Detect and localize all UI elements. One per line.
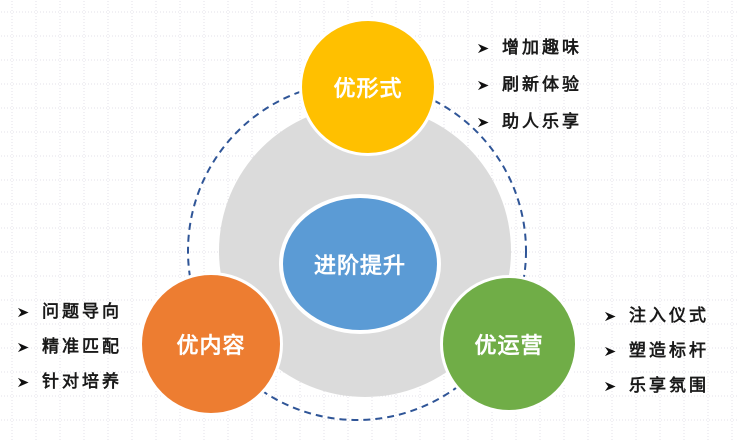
arrow-bullet-icon: [17, 377, 29, 387]
list-item-label: 乐享氛围: [629, 376, 709, 395]
node-content-label: 优内容: [176, 333, 246, 358]
list-item: 增加趣味: [477, 38, 582, 58]
list-item: 塑造标杆: [604, 341, 709, 361]
node-operation-label: 优运营: [474, 333, 544, 358]
list-item-label: 助人乐享: [502, 112, 582, 131]
list-item-label: 针对培养: [42, 372, 122, 391]
arrow-bullet-icon: [17, 307, 29, 317]
list-item-label: 增加趣味: [502, 38, 582, 57]
node-operation-circle: 优运营: [440, 275, 578, 413]
list-item: 助人乐享: [477, 112, 582, 132]
node-content-circle: 优内容: [139, 272, 283, 416]
arrow-bullet-icon: [477, 43, 489, 53]
node-form-label: 优形式: [333, 76, 403, 101]
bullet-list-right: 注入仪式 塑造标杆 乐享氛围: [604, 306, 709, 396]
node-center-circle: 进阶提升: [279, 194, 441, 334]
list-item: 注入仪式: [604, 306, 709, 326]
list-item-label: 塑造标杆: [629, 341, 709, 360]
bullet-list-left: 问题导向 精准匹配 针对培养: [17, 302, 122, 392]
list-item: 乐享氛围: [604, 376, 709, 396]
list-item-label: 注入仪式: [629, 306, 709, 325]
arrow-bullet-icon: [604, 311, 616, 321]
list-item-label: 问题导向: [42, 302, 122, 321]
arrow-bullet-icon: [477, 117, 489, 127]
arrow-bullet-icon: [604, 381, 616, 391]
list-item: 针对培养: [17, 372, 122, 392]
list-item-label: 刷新体验: [502, 75, 582, 94]
node-center-label: 进阶提升: [313, 253, 406, 278]
bullet-list-top-right: 增加趣味 刷新体验 助人乐享: [477, 38, 582, 132]
list-item: 精准匹配: [17, 337, 122, 357]
node-form-circle: 优形式: [299, 18, 437, 156]
arrow-bullet-icon: [17, 342, 29, 352]
list-item: 问题导向: [17, 302, 122, 322]
list-item: 刷新体验: [477, 75, 582, 95]
list-item-label: 精准匹配: [42, 337, 122, 356]
arrow-bullet-icon: [477, 80, 489, 90]
arrow-bullet-icon: [604, 346, 616, 356]
